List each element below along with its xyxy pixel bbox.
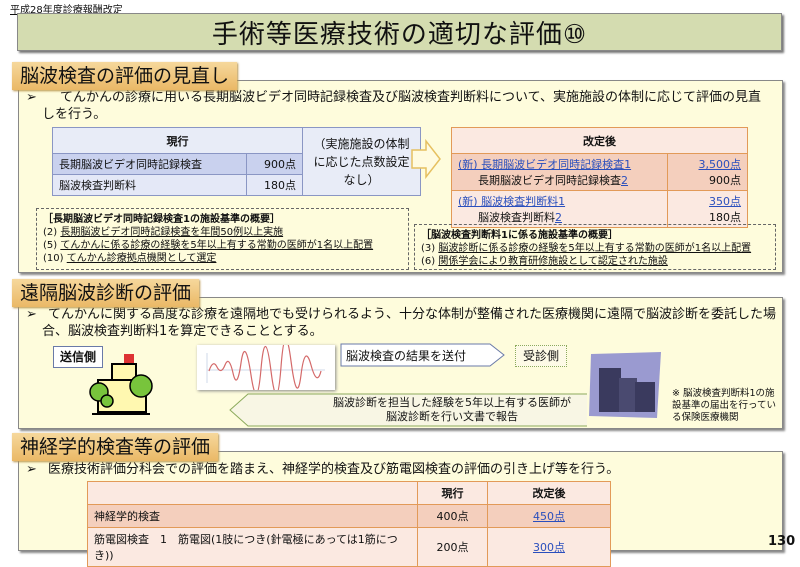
criteria-text: てんかんに係る診療の経験を5年以上有する常勤の医師が1名以上配置: [60, 240, 374, 251]
revised-new-points[interactable]: 3,500点: [698, 158, 742, 171]
criteria-num: (3): [421, 243, 436, 254]
neuro-header: [87, 481, 418, 505]
building-icon: [589, 352, 661, 418]
revised-points: 900点: [709, 174, 741, 187]
criteria-right: ［脳波検査判断料1に係る施設基準の概要］ (3) 脳波診断に係る診療の経験を5年…: [414, 224, 776, 270]
criteria-text: 関係学会により教育研修施設として認定された施設: [438, 256, 668, 267]
current-header: 現行: [52, 127, 303, 154]
revised-suffix: 2: [621, 174, 628, 187]
arrow-right-icon: [411, 138, 441, 180]
revised-suffix: 2: [555, 211, 562, 224]
receiver-label: 受診側: [515, 345, 567, 367]
revised-new-points[interactable]: 350点: [709, 195, 741, 208]
page-number: 130: [768, 534, 796, 549]
revised-item: 脳波検査判断料: [478, 211, 555, 224]
section1-heading: 脳波検査の評価の見直し: [12, 62, 238, 90]
section3-heading: 神経学的検査等の評価: [12, 433, 219, 461]
arrow-left-icon: [229, 393, 587, 427]
criteria-text: 脳波診断に係る診療の経験を5年以上有する常勤の医師が1名以上配置: [438, 243, 752, 254]
section2-bullet: てんかんに関する高度な診療を遠隔地でも受けられるよう、十分な体制が整備された医療…: [42, 307, 777, 339]
revised-table: 改定後 (新) 長期脳波ビデオ同時記録検査1 長期脳波ビデオ同時記録検査2 3,…: [451, 127, 748, 228]
revised-header: 改定後: [451, 127, 748, 154]
criteria-right-title: ［脳波検査判断料1に係る施設基準の概要］: [421, 230, 618, 241]
criteria-left: ［長期脳波ビデオ同時記録検査1の施設基準の概要］ (2) 長期脳波ビデオ同時記録…: [36, 208, 409, 270]
section1-bullet: てんかんの診療に用いる長期脳波ビデオ同時記録検査及び脳波検査判断料について、実施…: [42, 90, 761, 122]
neuro-revised[interactable]: 300点: [533, 541, 565, 554]
send-arrow: 脳波検査の結果を送付: [340, 343, 506, 367]
criteria-num: (5): [43, 240, 58, 251]
eeg-wave-icon: [206, 338, 325, 395]
revised-item: 長期脳波ビデオ同時記録検査: [478, 174, 621, 187]
neuro-item: 筋電図検査 1 筋電図(1肢につき(針電極にあっては1筋につき)): [87, 527, 418, 567]
criteria-text: 長期脳波ビデオ同時記録検査を年間50例以上実施: [60, 227, 284, 238]
neuro-revised[interactable]: 450点: [533, 510, 565, 523]
eeg-chart: [197, 338, 335, 395]
neuro-header: 改定後: [487, 481, 611, 505]
neuro-item: 神経学的検査: [87, 504, 418, 528]
criteria-text: てんかん診療拠点機関として選定: [66, 253, 217, 264]
header-label: 平成28年度診療報酬改定: [10, 5, 123, 16]
bullet-icon: ➢: [26, 90, 37, 105]
current-points: 900点: [246, 153, 303, 175]
neuro-current: 200点: [417, 527, 488, 567]
section2-heading: 遠隔脳波診断の評価: [12, 279, 200, 307]
revised-new-item[interactable]: (新) 長期脳波ビデオ同時記録検査1: [458, 158, 632, 171]
criteria-num: (2): [43, 227, 58, 238]
receiver-note: ※ 脳波検査判断料1の施設基準の届出を行っている保険医療機関: [672, 388, 777, 423]
current-note: （実施施設の体制に応じた点数設定なし）: [302, 127, 421, 196]
sender-label: 送信側: [53, 346, 103, 368]
bullet-icon: ➢: [26, 307, 37, 322]
section3-bullet: 医療技術評価分科会での評価を踏まえ、神経学的検査及び筋電図検査の評価の引き上げ等…: [48, 462, 620, 477]
page-title: 手術等医療技術の適切な評価⑩: [17, 13, 782, 51]
current-item: 脳波検査判断料: [51, 174, 248, 196]
arrow-right-icon: [340, 343, 505, 367]
criteria-num: (10): [43, 253, 64, 264]
criteria-left-title: ［長期脳波ビデオ同時記録検査1の施設基準の概要］: [43, 214, 280, 225]
return-arrow: 脳波診断を担当した経験を5年以上有する医師が脳波診断を行い文書で報告: [228, 393, 588, 427]
neuro-header: 現行: [417, 481, 488, 505]
hospital-icon: [89, 354, 153, 415]
criteria-num: (6): [421, 256, 436, 267]
current-points: 180点: [246, 174, 303, 196]
current-item: 長期脳波ビデオ同時記録検査: [51, 153, 248, 175]
send-arrow-label: 脳波検査の結果を送付: [346, 349, 467, 363]
revised-new-item[interactable]: (新) 脳波検査判断料1: [458, 195, 566, 208]
revised-points: 180点: [709, 211, 741, 224]
return-arrow-label: 脳波診断を担当した経験を5年以上有する医師が脳波診断を行い文書で報告: [333, 396, 571, 423]
bullet-icon: ➢: [26, 462, 37, 477]
neuro-current: 400点: [417, 504, 488, 528]
